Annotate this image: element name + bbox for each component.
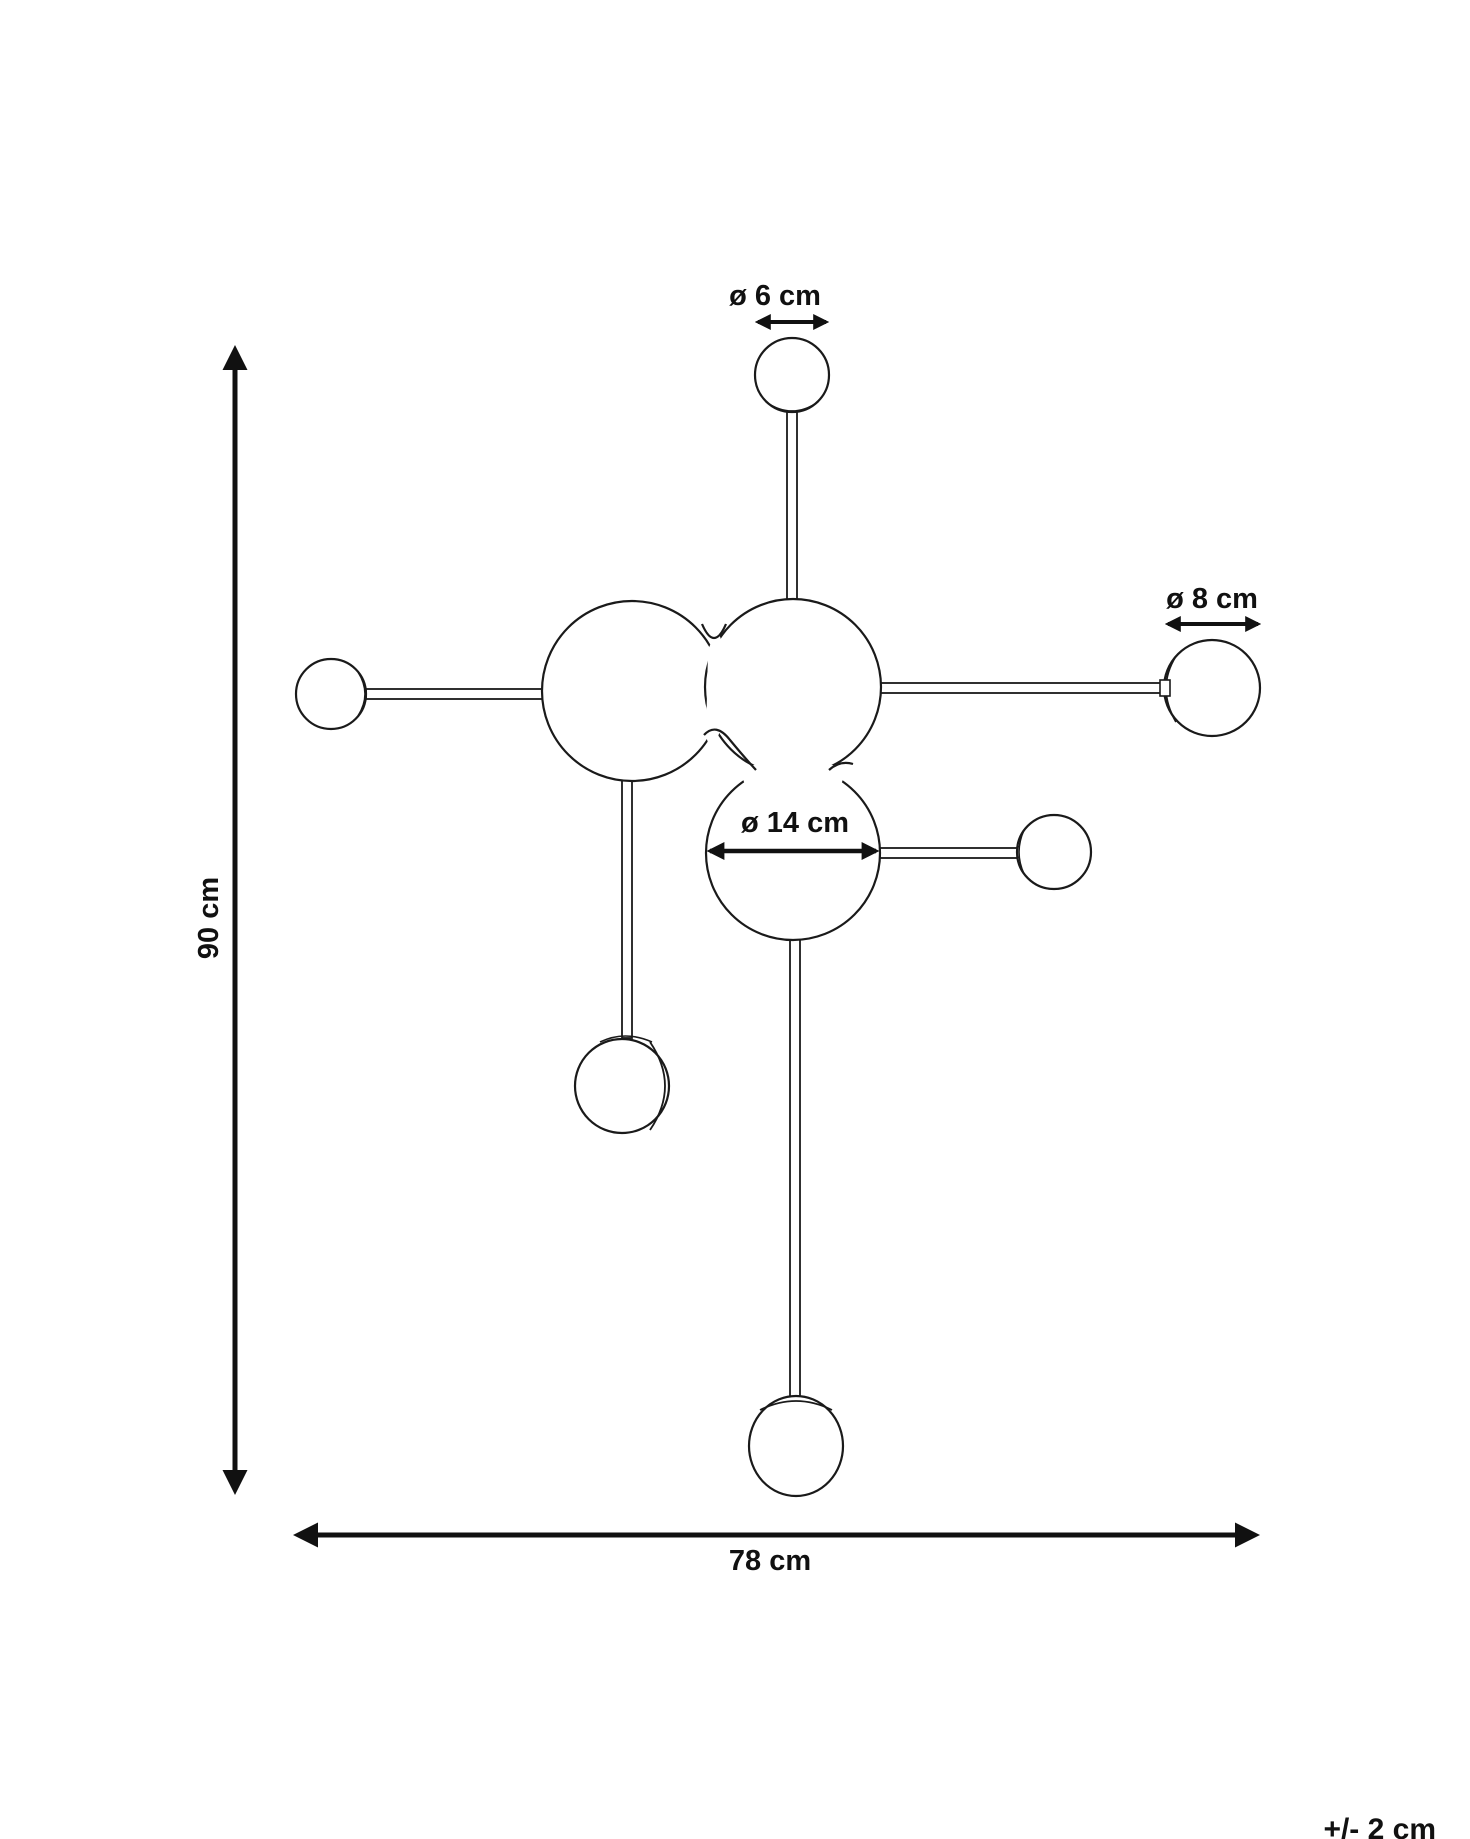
canopy-waist-mid [703,728,757,771]
canopy-merge-lower [740,759,846,788]
globe-left-down [573,1035,671,1135]
canopy-label: ø 14 cm [741,807,849,839]
tolerance-label: +/- 2 cm [1323,1813,1436,1839]
arm-lower-right [879,847,1021,859]
globe-right [1159,638,1262,738]
globe-left [294,657,368,731]
canopy-waist-low [828,761,854,771]
width-label: 78 cm [729,1545,811,1577]
height-label: 90 cm [193,877,225,959]
arm-left [365,688,545,700]
canopy-left [540,599,724,783]
globe-bottom [747,1394,845,1498]
globe-lower-right [1015,813,1093,891]
arm-right [875,682,1167,694]
arm-left-down [621,775,633,1039]
canopy-right [703,597,883,777]
globes [294,336,1262,1498]
dimension-lines [222,314,1262,1548]
small-globe-label: ø 6 cm [729,280,821,312]
canopy-group [540,597,883,942]
arm-top [786,411,798,605]
arm-bottom [789,937,801,1403]
canopy-merge-upper [706,634,725,747]
medium-globe-label: ø 8 cm [1166,583,1258,615]
canopy-waist-top [700,623,728,640]
globe-top [753,336,831,414]
dimension-labels: 90 cm 78 cm ø 6 cm ø 8 cm ø 14 cm +/- 2 … [193,280,1436,1839]
